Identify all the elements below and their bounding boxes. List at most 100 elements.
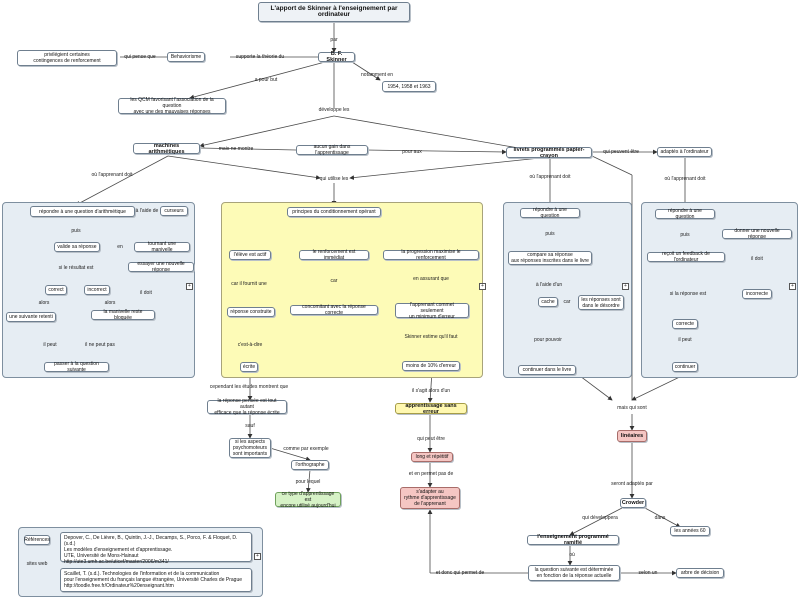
link-label: alors [104,300,116,306]
node-orthographe: l'orthographe [291,460,329,470]
link-label: sites web [26,561,48,567]
node-incorrect: incorrect [84,285,110,295]
node-renforcement: le renforcement est immédiat [299,249,369,261]
link-label: car [330,278,338,284]
node-continuer-livre: continuer dans le livre [518,365,576,375]
link-label: et donc qui permet de [435,570,485,576]
expand-toggle[interactable]: + [254,553,261,560]
node-cache: cache [538,297,558,307]
node-adaptes: adaptés à l'ordinateur [657,147,712,157]
node-curseurs: curseurs [160,206,188,216]
node-tournant: tournant une manivelle [134,241,190,253]
node-repondre-livret: répondre à une question [520,207,580,219]
node-progression: la progression maximise le renforcement [383,249,479,261]
link-label: dans [654,515,666,521]
link-label: pour aux [402,149,422,155]
link-label: supporte la théorie du [235,54,285,60]
link-label: à l'aide d'un [535,282,563,288]
link-label: où [569,552,575,558]
node-skinner: B. F. Skinner [318,51,355,63]
link-label: puis [545,231,555,237]
link-label: si le résultat est [58,265,94,271]
node-annees-60: les années 60 [670,526,710,536]
node-incorrecte: incorrecte [742,289,772,299]
link-label: il s'agit alors d'un [411,388,451,394]
node-nouvelle-reponse: donner une nouvelle réponse [722,228,792,240]
link-label: a pour but [254,77,278,83]
node-sadapter: s'adapter au rythme d'apprentissage de l… [400,487,460,509]
node-feedback: reçoit un feedback de l'ordinateur [647,251,725,263]
node-behaviorisme: Behaviorisme [167,52,205,62]
link-label: alors [38,300,50,306]
link-label: car il fournit une [231,281,267,287]
link-label: qui pense que [124,54,156,60]
node-livrets: livrets programmés papier-crayon [506,147,592,159]
node-repondre-arith: répondre à une question d'arithmétique [30,206,135,217]
node-reponse-construite: réponse construite [227,307,275,317]
expand-toggle[interactable]: + [789,283,796,290]
node-qcm: les QCM favorisant l'association de la q… [118,97,226,115]
node-ecrite: écrite [240,362,258,372]
link-label: à l'aide de [135,208,159,214]
node-crowder: Crowder [620,498,646,508]
link-label: et en permet pas de [408,471,454,477]
link-label: qui peuvent être [603,149,639,155]
node-lineaires: linéaires [617,430,647,442]
node-valide: valide sa réponse [54,242,100,252]
link-label: pour pouvoir [534,337,562,343]
node-continuer: continuer [672,362,698,372]
link-label: cependant les études montrent que [209,384,289,390]
node-reponses-desordre: les réponses sont dans le désordre [578,295,624,310]
node-manivelle: la manivelle reste bloquée [91,309,155,321]
link-label: qui utilise les [319,176,349,182]
node-concomitant: concomitant avec la réponse correcte [290,304,378,316]
link-label: selon un [638,570,658,576]
link-label: mais ne montre [218,146,254,152]
link-label: où l'apprenant doit [664,176,706,182]
link-label: sauf [245,423,255,429]
livrets-panel [503,202,632,378]
node-aspects: si les aspects psychomoteurs sont import… [229,438,271,458]
node-correcte: correcte [672,319,698,329]
link-label: il doit [140,290,152,296]
node-compare: compare sa réponse aux réponses inscrite… [508,251,592,265]
link-label: pour lequel [295,479,321,485]
node-principes: principes du conditionnement opérant [287,207,381,217]
link-label: car [563,299,571,305]
node-passer-suivante: passer à la question suivante [44,361,109,373]
node-privilegient: privilégient certaines contingences de r… [17,50,117,66]
node-reponse-pensee: la réponse pensée est tout autant effica… [207,398,287,416]
link-label: il ne peut pas [85,342,115,348]
expand-toggle[interactable]: + [186,283,193,290]
link-label: il peut [43,342,57,348]
link-label: si la réponse est [669,291,707,297]
link-label: en assurant que [413,276,449,282]
link-label: puis [680,232,690,238]
link-label: mais qui sont [617,405,647,411]
node-machines: machines arithmétiques [133,143,200,155]
expand-toggle[interactable]: + [622,283,629,290]
reference-2: Scaillet, T. (s.d.). Technologies de l'i… [60,568,252,592]
link-label: il doit [751,256,763,262]
link-label: il peut [678,337,692,343]
link-label: où l'apprenant doit [91,172,133,178]
node-arbre-decision: arbre de décision [676,568,724,578]
link-label: c'est-à-dire [237,342,263,348]
node-apprenant-commet: l'apprenant commet seulement un minimum … [395,302,469,320]
link-label: par [330,37,338,43]
node-references: Références [24,535,50,545]
link-label: seront adaptés par [611,481,653,487]
node-eleve-actif: l'élève est actif [229,250,271,260]
node-long-repetitif: long et répétitif [411,452,453,462]
node-sans-erreur: apprentissage sans erreur [395,403,467,415]
link-label: où l'apprenant doit [529,174,571,180]
link-label: en [117,244,123,250]
link-label: Skinner estime qu'il faut [404,334,458,340]
node-repondre-ordi: répondre à une question [655,208,715,220]
expand-toggle[interactable]: + [479,283,486,290]
link-label: qui peut être [417,436,445,442]
node-ce-type: ce type d'apprentissage est encore utili… [275,491,341,509]
reference-1: Depover, C., De Lièvre, B., Quintin, J.-… [60,532,252,565]
map-title: L'apport de Skinner à l'enseignement par… [258,2,410,22]
